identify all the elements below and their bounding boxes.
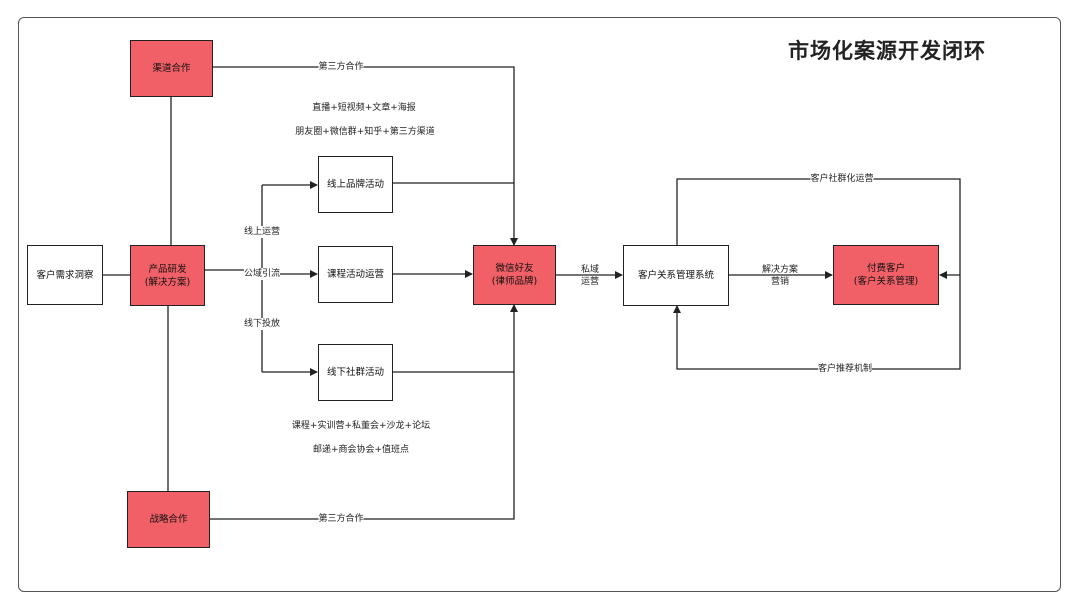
solution-marketing-line1: 解决方案 xyxy=(761,265,799,275)
private-domain-label: 私域 运营 xyxy=(581,264,599,288)
channel-coop-label: 渠道合作 xyxy=(152,63,191,74)
offline-channels-note-2: 邮递+商会协会+值班点 xyxy=(312,445,410,455)
online-brand-node: 线上品牌活动 xyxy=(318,156,393,213)
wechat-friend-sublabel: (律师品牌) xyxy=(491,276,538,287)
offline-community-label: 线下社群活动 xyxy=(326,367,384,378)
channel-coop-node: 渠道合作 xyxy=(130,40,213,97)
solution-marketing-line2: 营销 xyxy=(770,277,790,287)
paying-customer-sublabel: (客户关系管理) xyxy=(853,276,919,287)
solution-marketing-label: 解决方案 营销 xyxy=(762,264,798,288)
online-brand-label: 线上品牌活动 xyxy=(326,179,384,190)
product-rd-node: 产品研发 (解决方案) xyxy=(130,245,205,306)
crm-node: 客户关系管理系统 xyxy=(623,245,729,306)
diagram-title: 市场化案源开发闭环 xyxy=(788,39,986,63)
product-rd-label: 产品研发 xyxy=(148,263,187,275)
customer-need-label: 客户需求洞察 xyxy=(36,269,94,281)
strategic-to-wechat-arrow xyxy=(210,304,518,520)
community-ops-label: 客户社群化运营 xyxy=(810,173,874,185)
wechat-friend-node: 微信好友 (律师品牌) xyxy=(473,245,556,305)
paying-customer-node: 付费客户 (客户关系管理) xyxy=(833,245,939,305)
private-domain-line1: 私域 xyxy=(580,265,600,275)
strategic-coop-label: 战略合作 xyxy=(149,514,188,525)
private-domain-line2: 运营 xyxy=(580,277,600,287)
wechat-friend-label: 微信好友 xyxy=(495,263,534,274)
online-channels-note-1: 直播+短视频+文章+海报 xyxy=(312,103,416,113)
product-rd-sublabel: (解决方案) xyxy=(144,276,191,288)
offline-ads-label: 线下投放 xyxy=(243,318,281,330)
online-ops-label: 线上运营 xyxy=(243,226,281,238)
third-party-bottom-label: 第三方合作 xyxy=(318,513,364,525)
strategic-coop-node: 战略合作 xyxy=(127,491,210,548)
offline-community-node: 线下社群活动 xyxy=(318,344,393,401)
referral-label: 客户推荐机制 xyxy=(817,363,873,375)
diagram-frame xyxy=(18,17,1061,592)
third-party-top-label: 第三方合作 xyxy=(318,61,364,73)
crm-label: 客户关系管理系统 xyxy=(637,270,714,281)
offline-channels-note-1: 课程+实训营+私董会+沙龙+论坛 xyxy=(291,421,431,431)
paying-customer-label: 付费客户 xyxy=(866,263,905,274)
community-ops-loop-arrow xyxy=(676,178,961,279)
online-channels-note-2: 朋友圈+微信群+知乎+第三方渠道 xyxy=(295,127,435,137)
channel-to-wechat-arrow xyxy=(213,66,518,246)
course-ops-node: 课程活动运营 xyxy=(318,246,393,303)
course-ops-label: 课程活动运营 xyxy=(326,269,384,280)
customer-need-node: 客户需求洞察 xyxy=(27,245,103,305)
public-traffic-label: 公域引流 xyxy=(243,268,281,280)
